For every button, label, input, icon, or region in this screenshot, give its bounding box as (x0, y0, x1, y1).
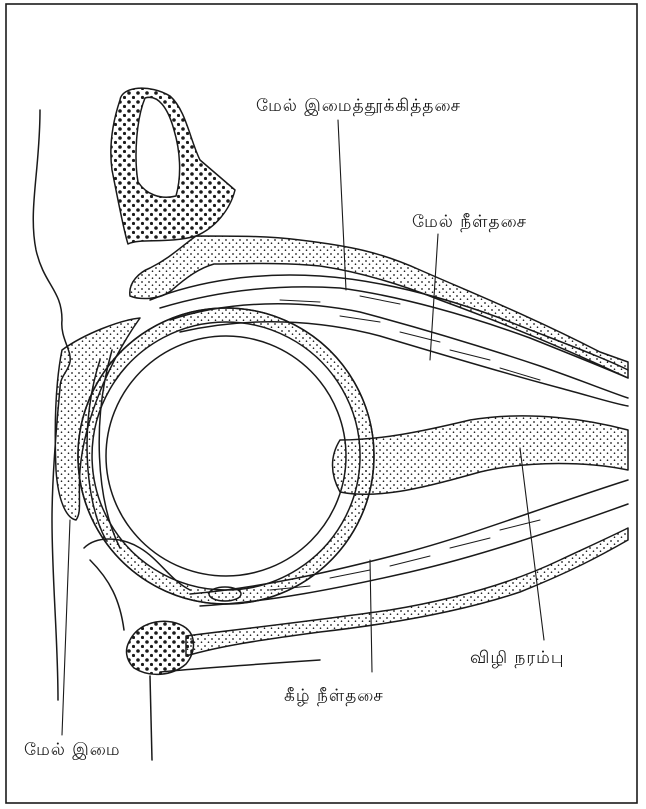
optic-nerve (333, 416, 629, 494)
label-superior-rectus: மேல் நீள்தசை (412, 212, 527, 234)
eyeball-inner (106, 336, 346, 576)
optic-nerve-leader (520, 448, 544, 640)
label-upper-eyelid: மேல் இமை (24, 740, 121, 762)
label-optic-nerve: விழி நரம்பு (470, 648, 565, 670)
orbital-floor (127, 621, 194, 674)
label-inferior-rectus: கீழ் நீள்தசை (284, 686, 384, 708)
cheek-line (150, 676, 152, 760)
upper-lid-leader (62, 520, 70, 735)
label-levator-muscle: மேல் இமைத்தூக்கித்தசை (256, 96, 461, 118)
